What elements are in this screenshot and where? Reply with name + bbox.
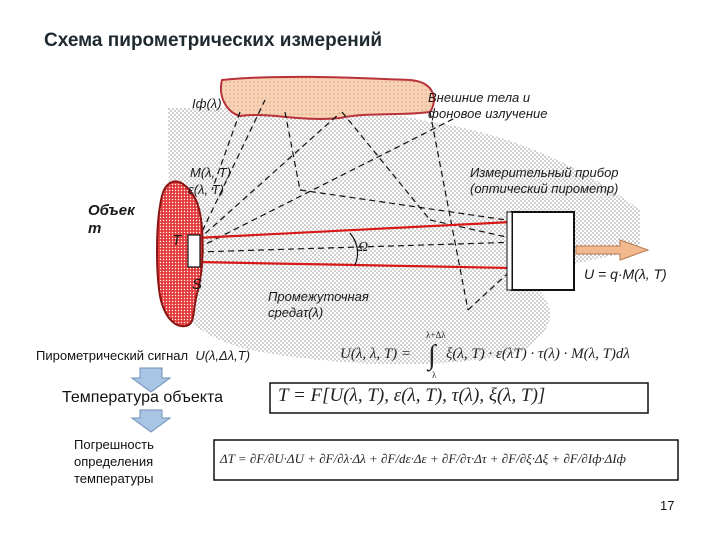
dashed-rays (197, 99, 521, 311)
medium-word: среда (268, 305, 304, 320)
external-bodies-cloud (220, 75, 435, 120)
integral-sign: ∫ (428, 340, 436, 371)
output-signal-label: U = q·M(λ, T) (584, 266, 667, 282)
error-label: Погрешность определения температуры (74, 436, 154, 487)
solid-angle-symbol: Ω (358, 240, 369, 255)
medium-line-1: Промежуточная (268, 289, 369, 304)
output-arrow (575, 239, 650, 261)
error-line-2: определения (74, 454, 154, 469)
intermediate-medium (168, 106, 640, 365)
red-rays (195, 220, 513, 270)
signal-text: Пирометрический сигнал (36, 348, 189, 363)
signal-symbol: U(λ,Δλ,T) (195, 348, 251, 363)
instrument-line-2: (оптический пирометр) (470, 181, 619, 196)
object-line-1: Объек (88, 202, 135, 219)
temperature-label: Температура объекта (62, 389, 224, 406)
flow-arrow-2 (130, 409, 172, 433)
medium-line-2: средаτ(λ) (268, 305, 369, 321)
error-formula-box (213, 439, 679, 481)
temperature-formula: T = F[U(λ, T), ε(λ, T), τ(λ), ξ(λ, T)] (278, 385, 546, 406)
external-bodies-label: Внешние тела и фоновое излучение (428, 90, 547, 122)
angle-arc (349, 232, 359, 266)
object-body (156, 180, 204, 328)
page-title: Схема пирометрических измерений (44, 30, 383, 51)
page-number: 17 (660, 498, 675, 513)
error-line-3: температуры (74, 471, 154, 486)
instrument-label: Измерительный прибор (оптический пиромет… (470, 165, 619, 197)
external-bodies-line-2: фоновое излучение (428, 106, 548, 121)
error-line-1: Погрешность (74, 437, 154, 452)
object-line-2: т (88, 220, 102, 237)
temperature-symbol: T (172, 232, 182, 249)
signal-integral-lhs: U(λ, λ, T) = (340, 346, 412, 362)
signal-integral-body: ξ(λ, T) · ε(λT) · τ(λ) · M(λ, T)dλ (446, 346, 630, 362)
emissivity-label: ε(λ, T) (188, 182, 224, 197)
instrument-line-1: Измерительный прибор (470, 165, 619, 180)
signal-label: Пирометрический сигнал U(λ,Δλ,T) (36, 348, 250, 363)
transmittance-symbol: τ(λ) (303, 305, 324, 320)
object-label: Объек т (88, 202, 135, 238)
medium-label: Промежуточная средаτ(λ) (268, 289, 369, 321)
spectral-exitance-label: M(λ, T) (190, 165, 232, 180)
external-bodies-line-1: Внешние тела и (428, 90, 531, 105)
area-symbol: S (192, 276, 203, 293)
pyrometer (506, 211, 575, 291)
integral-upper-limit: λ+Δλ (426, 330, 446, 340)
integral-lower-limit: λ (432, 370, 437, 380)
error-formula: ΔT = ∂F/∂U·ΔU + ∂F/∂λ·Δλ + ∂F/dε·Δε + ∂F… (220, 451, 626, 466)
background-intensity-label: Iф(λ) (192, 96, 222, 111)
temperature-formula-box (269, 382, 649, 414)
flow-arrow-1 (130, 367, 172, 393)
emitting-area (187, 234, 201, 268)
